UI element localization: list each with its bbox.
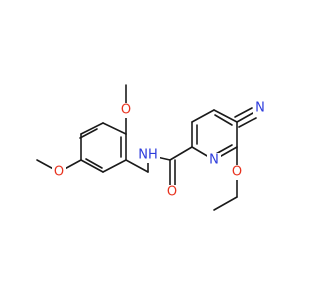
atom-label: N	[255, 101, 265, 116]
bond	[79, 128, 98, 139]
atom-o-ethoxy: O	[230, 165, 244, 180]
atom-o-left: O	[52, 165, 66, 180]
molecule-structure: O O NH O N O N	[36, 84, 267, 211]
atom-labels: O O NH O N O N	[52, 100, 267, 200]
bond	[169, 146, 193, 161]
bond	[102, 122, 127, 135]
bond	[125, 159, 149, 173]
atom-label: O	[232, 165, 242, 180]
bond	[80, 122, 104, 135]
atom-label: O	[54, 165, 64, 180]
atom-nh: NH	[138, 148, 160, 163]
atom-n-ring: N	[207, 153, 221, 168]
bond	[236, 112, 254, 123]
atom-o-amide: O	[165, 185, 179, 200]
atom-o-top: O	[119, 103, 133, 118]
bond	[213, 196, 238, 211]
atom-label: O	[121, 103, 131, 118]
bond	[191, 109, 215, 123]
bond	[80, 159, 104, 173]
atom-label: N	[209, 153, 219, 168]
bond	[234, 107, 253, 118]
atom-label: O	[167, 185, 177, 200]
atom-label: NH	[138, 148, 158, 163]
bond	[214, 114, 233, 126]
atom-n-nitrile: N	[253, 100, 267, 116]
bond	[85, 158, 103, 169]
bond	[213, 109, 238, 123]
bond	[238, 117, 257, 128]
bonds	[36, 84, 257, 211]
bond	[102, 159, 127, 173]
